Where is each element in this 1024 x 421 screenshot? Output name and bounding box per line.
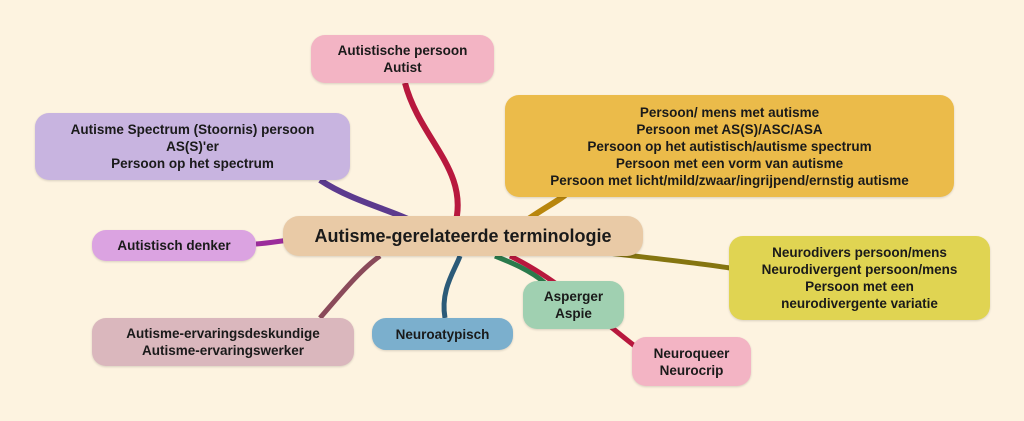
branch-line: Persoon/ mens met autisme <box>639 104 820 120</box>
branch-line: Asperger <box>543 289 604 304</box>
branch-line: Autistisch denker <box>117 238 231 253</box>
branch-line: Autisme-ervaringsdeskundige <box>126 326 320 341</box>
branch-line: AS(S)'er <box>166 139 219 154</box>
branch-ervaring[interactable]: Autisme-ervaringsdeskundige Autisme-erva… <box>92 318 354 366</box>
branch-line: Neurocrip <box>659 362 724 378</box>
branch-line: neurodivergente variatie <box>781 296 938 311</box>
branch-neuroatypisch[interactable]: Neuroatypisch <box>372 318 513 350</box>
branch-line: Neuroatypisch <box>395 326 490 342</box>
branch-line: Neuroqueer <box>653 345 730 361</box>
central-topic[interactable]: Autisme-gerelateerde terminologie <box>283 216 643 256</box>
branch-line: Autisme-ervaringswerker <box>141 343 305 358</box>
branch-denker[interactable]: Autistisch denker <box>92 230 256 261</box>
branch-line: Persoon op het autistisch/autisme spectr… <box>587 138 872 154</box>
branch-spectrum[interactable]: Autisme Spectrum (Stoornis) persoon AS(S… <box>35 113 350 180</box>
branch-line: Autist <box>383 60 422 75</box>
branch-neurodivers[interactable]: Neurodivers persoon/mens Neurodivergent … <box>729 236 990 320</box>
link-neuroatypisch <box>441 255 463 319</box>
branch-line: Neurodivergent persoon/mens <box>761 262 958 277</box>
branch-line: Persoon op het spectrum <box>111 156 274 171</box>
branch-line: Persoon met een vorm van autisme <box>615 155 844 171</box>
branch-persoon-met[interactable]: Persoon/ mens met autisme Persoon met AS… <box>505 95 954 197</box>
branch-line: Persoon met een <box>805 279 914 294</box>
branch-autist[interactable]: Autistische persoon Autist <box>311 35 494 83</box>
branch-line: Neurodivers persoon/mens <box>772 245 947 260</box>
link-asperger <box>494 253 547 285</box>
branch-neuroqueer[interactable]: Neuroqueer Neurocrip <box>632 337 751 386</box>
central-topic-label: Autisme-gerelateerde terminologie <box>314 226 612 246</box>
branch-line: Persoon met AS(S)/ASC/ASA <box>636 121 823 137</box>
branch-line: Aspie <box>555 306 592 321</box>
branch-line: Autisme Spectrum (Stoornis) persoon <box>70 122 315 137</box>
branch-line: Autistische persoon <box>337 43 468 58</box>
branch-line: Persoon met licht/mild/zwaar/ingrijpend/… <box>550 172 909 188</box>
link-ervaring <box>318 253 382 320</box>
link-autist <box>402 82 461 226</box>
link-spectrum <box>318 177 412 223</box>
branch-asperger[interactable]: Asperger Aspie <box>523 281 624 329</box>
